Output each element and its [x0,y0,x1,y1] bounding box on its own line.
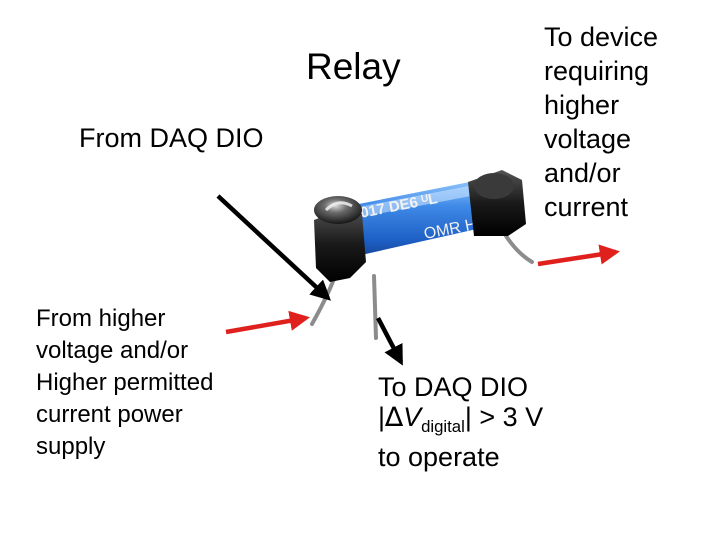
from-higher-supply-label: From higher voltage and/or Higher permit… [36,303,213,463]
relay-pin-middle [372,274,378,340]
abs-bar-open: | [378,402,386,432]
to-daq-dio-arrow [376,316,403,366]
from-higher-supply-arrow [225,310,310,335]
from-higher-line-4: current power [36,401,183,428]
to-daq-dio-label: To DAQ DIO |∆Vdigital| > 3 V to operate [378,372,543,472]
to-device-line-3: higher [544,90,620,120]
to-device-line-1: To device [544,22,659,52]
relay-tube-highlight [322,180,502,224]
relay-right-cap [468,170,526,236]
to-device-line-2: requiring [544,56,650,86]
from-daq-dio-label: From DAQ DIO [79,123,264,153]
to-daq-dio-line-1: To DAQ DIO [378,372,529,402]
relay-title: Relay [306,46,401,87]
from-higher-line-3: Higher permitted [36,369,214,396]
to-device-line-5: and/or [544,158,621,188]
voltage-symbol: V [403,402,422,432]
voltage-condition: |∆Vdigital| > 3 V [378,402,543,442]
voltage-subscript: digital [421,416,465,436]
relay-left-cap [314,196,366,282]
from-higher-line-1: From higher [36,305,166,332]
from-higher-line-2: voltage and/or [36,337,189,364]
from-daq-dio-arrow [216,194,331,301]
to-device-line-6: current [544,192,629,222]
voltage-threshold: | > 3 V [464,402,544,432]
to-device-label: To device requiring higher voltage and/o… [544,20,658,224]
from-higher-line-5: supply [36,433,106,460]
to-device-line-4: voltage [544,124,632,154]
to-daq-dio-line-3: to operate [378,441,500,472]
delta-symbol: ∆ [385,402,404,433]
to-device-arrow [537,244,621,267]
